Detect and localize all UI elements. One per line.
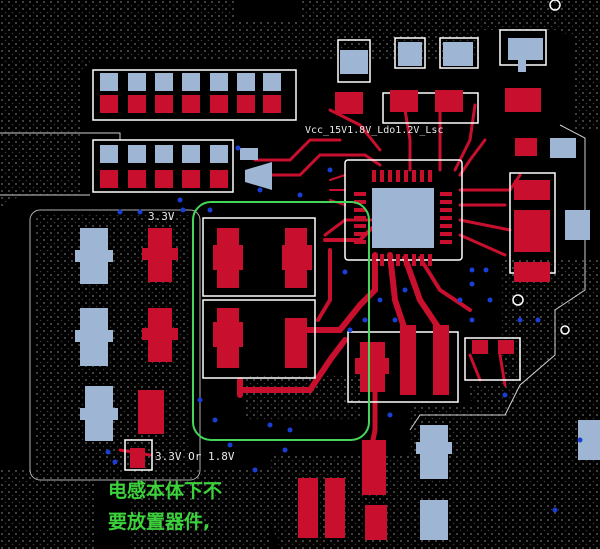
resistor-array-top — [100, 73, 281, 113]
inductor-keepout-highlight — [192, 201, 370, 441]
top-net-label: Vcc_15V1.8V_Ldo1.2V_Lsc — [305, 125, 443, 136]
board-outline — [0, 124, 586, 481]
top-right-components — [335, 38, 590, 282]
vias — [105, 145, 583, 513]
left-capacitors — [75, 228, 118, 441]
annotation-line-1: 电感本体下不 — [108, 479, 222, 502]
annotation-line-2: 要放置器件, — [108, 510, 210, 533]
inductor-upper — [213, 228, 312, 288]
silkscreen-outlines — [92, 29, 556, 471]
qfn-ic — [354, 170, 452, 266]
rail-33v-label: 3.3V — [148, 210, 175, 223]
rail-capacitors — [130, 228, 178, 468]
inductor-lower — [213, 308, 307, 368]
mounting-vias — [512, 0, 570, 335]
rail-select-label: 3.3V Or 1.8V — [155, 450, 235, 463]
resistor-array-mid — [100, 145, 272, 190]
lower-components — [298, 325, 600, 540]
